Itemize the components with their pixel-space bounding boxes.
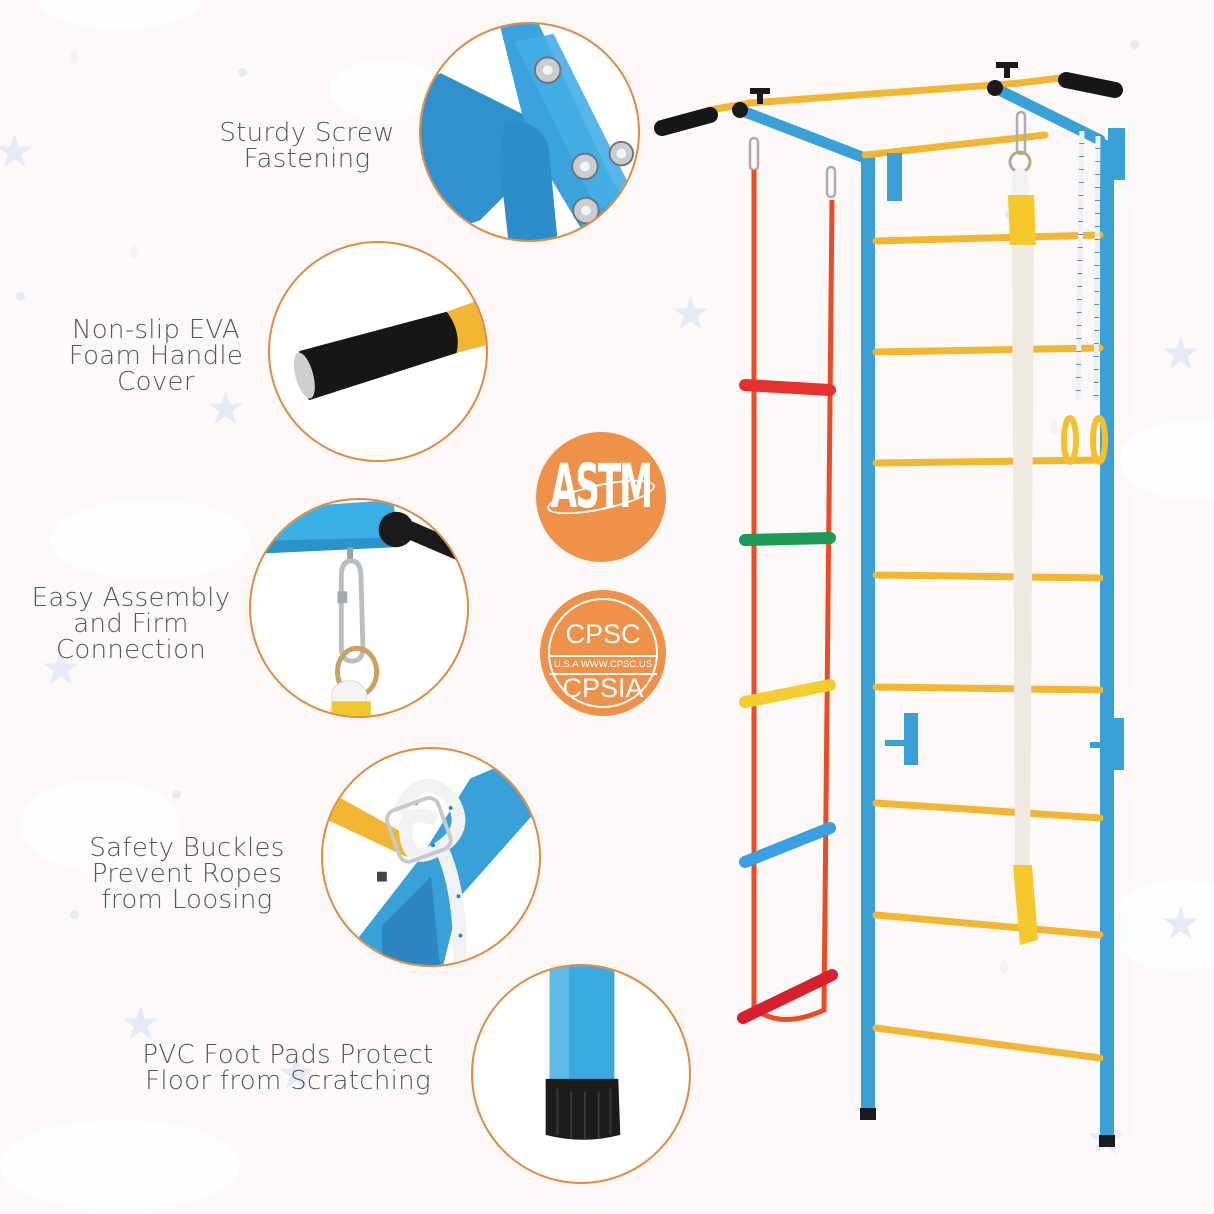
- feature-label-footpads: PVC Foot Pads Protect Floor from Scratch…: [108, 1042, 468, 1094]
- background-star-icon: ★: [670, 286, 712, 340]
- foot-pad-image: [545, 966, 621, 1140]
- background-drop: [1000, 960, 1008, 974]
- climbing-frame-illustration: [654, 62, 1125, 1147]
- feature-line: Safety Buckles: [89, 833, 285, 863]
- feature-line: Foam Handle: [68, 341, 244, 371]
- background-drop: [70, 50, 78, 64]
- background-dot: [1130, 40, 1139, 49]
- background-cloud: [0, 1120, 240, 1210]
- detail-circle-screw: [419, 22, 640, 242]
- feature-line: Sturdy Screw: [219, 118, 395, 148]
- background-star-icon: ★: [1160, 326, 1202, 380]
- detail-circle-footpads: [471, 964, 691, 1184]
- background-drop: [130, 245, 138, 259]
- astm-certification-badge: ASTM: [536, 432, 666, 562]
- safety-buckle-image: [323, 749, 539, 965]
- screw-fastening-image: [421, 24, 638, 240]
- detail-circle-buckles: [321, 747, 541, 967]
- feature-label-screw: Sturdy Screw Fastening: [200, 120, 414, 172]
- cpsc-certification-badge: CPSC U.S.A WWW.CPSC.US CPSIA: [540, 590, 666, 716]
- cpsia-text: CPSIA: [562, 673, 644, 703]
- background-dot: [238, 68, 247, 77]
- background-star-icon: ★: [205, 381, 247, 435]
- feature-label-buckles: Safety Buckles Prevent Ropes from Loosin…: [72, 835, 302, 913]
- background-dot: [172, 790, 181, 799]
- astm-text: ASTM: [550, 450, 653, 522]
- background-cloud: [20, 780, 180, 870]
- feature-line: Fastening: [243, 144, 371, 174]
- feature-label-assembly: Easy Assembly and Firm Connection: [16, 585, 246, 663]
- background-cloud: [1110, 880, 1214, 970]
- background-star-icon: ★: [120, 996, 162, 1050]
- cpsc-inner-ring: [548, 598, 658, 708]
- feature-line: Easy Assembly: [31, 583, 231, 613]
- feature-line: PVC Foot Pads Protect: [142, 1040, 434, 1070]
- feature-line: Prevent Ropes: [91, 859, 283, 889]
- cpsc-band-text: U.S.A WWW.CPSC.US: [549, 655, 657, 675]
- feature-line: Connection: [55, 635, 207, 665]
- detail-circle-foam: [268, 241, 488, 462]
- feature-line: Non-slip EVA: [72, 315, 240, 345]
- detail-circle-assembly: [249, 498, 469, 718]
- background-dot: [70, 910, 79, 919]
- wall-bars-product-image: [650, 0, 1214, 1214]
- feature-line: Floor from Scratching: [145, 1066, 431, 1096]
- background-cloud: [50, 500, 250, 580]
- carabiner-image: [251, 500, 467, 716]
- foam-handle-image: [293, 297, 486, 401]
- feature-line: and Firm: [73, 609, 189, 639]
- feature-line: from Loosing: [101, 885, 273, 915]
- background-star-icon: ★: [40, 641, 82, 695]
- background-drop: [1050, 420, 1058, 434]
- background-star-icon: ★: [1160, 896, 1202, 950]
- cpsc-text: CPSC: [565, 619, 641, 649]
- background-dot: [16, 292, 25, 301]
- background-cloud: [40, 0, 200, 30]
- background-star-icon: ★: [0, 124, 36, 178]
- feature-label-foam: Non-slip EVA Foam Handle Cover: [46, 317, 266, 395]
- feature-line: Cover: [117, 367, 195, 397]
- background-star-icon: ★: [276, 1046, 318, 1100]
